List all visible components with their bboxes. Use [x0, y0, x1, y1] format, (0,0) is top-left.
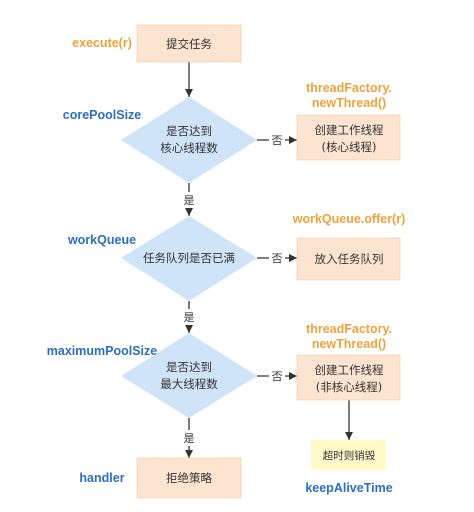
queue-check-text: 任务队列是否已满 — [143, 251, 235, 265]
edge-label-bg — [181, 192, 197, 208]
edge-label-queue-no: 否 — [269, 250, 285, 266]
max-check-decision: 是否达到 最大线程数 — [121, 333, 257, 418]
create-non-core-thread-text-line1: 创建工作线程 — [315, 363, 384, 377]
core-check-text-line2: 核心线程数 — [160, 141, 218, 155]
max-new-thread-label: newThread() — [312, 337, 386, 351]
keep-alive-time-label: keepAliveTime — [305, 481, 392, 495]
enqueue-task-text: 放入任务队列 — [315, 252, 384, 266]
core-thread-factory-label: threadFactory. — [306, 81, 392, 95]
core-check-diamond — [121, 97, 257, 183]
edge-label-max-yes: 是 — [181, 430, 197, 446]
core-pool-size-label: corePoolSize — [63, 108, 142, 122]
edge-label-queue-yes: 是 — [181, 309, 197, 325]
create-non-core-thread-text-line2: (非核心线程) — [316, 380, 382, 394]
core-check-text-line1: 是否达到 — [166, 124, 212, 138]
queue-offer-method-label: workQueue.offer(r) — [292, 212, 406, 226]
reject-policy-text: 拒绝策略 — [166, 471, 212, 485]
max-thread-factory-label: threadFactory. — [306, 322, 392, 336]
edge-label-bg — [269, 250, 285, 266]
edge-label-bg — [181, 430, 197, 446]
enqueue-task-node: 放入任务队列 — [296, 237, 401, 281]
edge-label-text: 是 — [184, 311, 195, 324]
edge-label-bg — [269, 132, 285, 148]
submit-task-text: 提交任务 — [166, 37, 212, 51]
timeout-destroy-box — [311, 440, 386, 470]
create-non-core-thread-box — [296, 354, 401, 401]
core-new-thread-label: newThread() — [312, 96, 386, 110]
maximum-pool-size-label: maximumPoolSize — [47, 344, 157, 358]
edge-label-core-yes: 是 — [181, 192, 197, 208]
create-core-thread-node: 创建工作线程 (核心线程) — [296, 114, 401, 161]
edge-label-bg — [181, 309, 197, 325]
edge-label-text: 是 — [184, 194, 195, 207]
edge-label-text: 否 — [272, 134, 283, 147]
work-queue-label: workQueue — [67, 233, 136, 247]
submit-task-node: 提交任务 — [136, 24, 242, 63]
create-non-core-thread-node: 创建工作线程 (非核心线程) — [296, 354, 401, 401]
max-check-text-line1: 是否达到 — [166, 360, 212, 374]
edge-label-bg — [269, 368, 285, 384]
edge-label-text: 否 — [272, 252, 283, 265]
edge-label-text: 是 — [184, 432, 195, 445]
execute-method-label: execute(r) — [72, 36, 132, 50]
queue-check-diamond — [121, 216, 257, 301]
max-check-text-line2: 最大线程数 — [160, 377, 218, 391]
queue-check-decision: 任务队列是否已满 — [121, 216, 257, 301]
core-check-decision: 是否达到 核心线程数 — [121, 97, 257, 183]
edge-label-text: 否 — [272, 370, 283, 383]
create-core-thread-text-line1: 创建工作线程 — [315, 123, 384, 137]
create-core-thread-box — [296, 114, 401, 161]
timeout-destroy-node: 超时则销毁 — [311, 440, 386, 470]
timeout-destroy-text: 超时则销毁 — [323, 449, 376, 462]
max-check-diamond — [121, 333, 257, 418]
reject-policy-node: 拒绝策略 — [136, 457, 242, 499]
handler-label: handler — [79, 471, 124, 485]
edge-label-max-no: 否 — [269, 368, 285, 384]
reject-policy-box — [136, 457, 242, 499]
create-core-thread-text-line2: (核心线程) — [322, 140, 377, 154]
submit-task-box — [136, 24, 242, 63]
edge-label-core-no: 否 — [269, 132, 285, 148]
enqueue-task-box — [296, 237, 401, 281]
